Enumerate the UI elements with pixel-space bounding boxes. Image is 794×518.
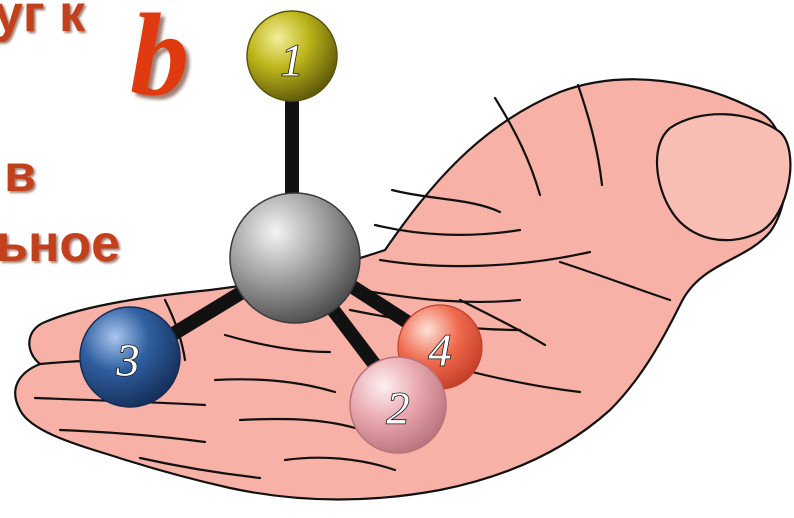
atom-1-label: 1 bbox=[281, 35, 304, 86]
atom-4-label: 4 bbox=[429, 325, 452, 376]
atom-2: 2 bbox=[350, 357, 446, 453]
atom-central bbox=[230, 193, 360, 323]
atom-1: 1 bbox=[247, 11, 337, 101]
atom-2-label: 2 bbox=[387, 383, 410, 434]
atom-3: 3 bbox=[80, 307, 180, 407]
atom-3-label: 3 bbox=[116, 335, 140, 386]
